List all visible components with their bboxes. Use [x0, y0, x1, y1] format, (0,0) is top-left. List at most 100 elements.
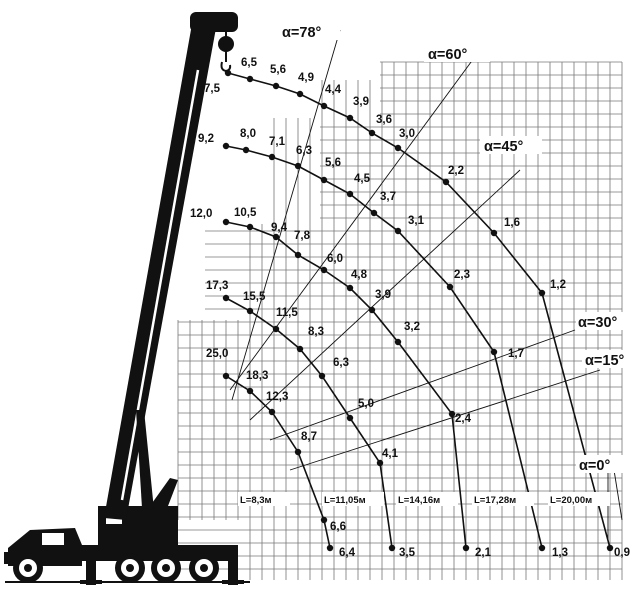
load-point [242, 146, 250, 154]
capacity-label: 8,0 [240, 128, 256, 140]
load-point [222, 142, 230, 150]
capacity-label: 25,0 [206, 348, 228, 360]
load-point [272, 325, 280, 333]
capacity-label: 5,6 [270, 64, 286, 76]
capacity-label: 3,9 [353, 96, 369, 108]
angle-line [613, 469, 623, 521]
load-point [538, 544, 546, 552]
load-point [272, 233, 280, 241]
capacity-labels: 25,0 18,3 12,3 8,7 6,6 6,4 17,3 15,5 11,… [190, 57, 630, 559]
load-point [346, 114, 354, 122]
load-point [368, 129, 376, 137]
capacity-label: 4,9 [298, 72, 314, 84]
capacity-label: 15,5 [243, 291, 266, 303]
angle-label-60: α=60° [428, 47, 468, 63]
load-curve [225, 375, 331, 549]
capacity-label: 4,5 [354, 173, 371, 185]
load-point [320, 102, 328, 110]
load-point [462, 544, 470, 552]
capacity-label: 9,2 [198, 133, 214, 145]
load-point [320, 516, 328, 524]
load-point [394, 227, 402, 235]
capacity-label: 1,6 [504, 217, 520, 229]
angle-labels: α=78° α=60° α=45° α=30° α=15° α=0° [280, 22, 642, 474]
capacity-label: 6,4 [339, 547, 356, 559]
load-point [318, 372, 326, 380]
boom-length-label: L=8,3м [240, 495, 272, 506]
load-point [442, 178, 450, 186]
boom-length-label: L=20,00м [550, 495, 592, 506]
load-point [490, 229, 498, 237]
capacity-label: 4,4 [325, 84, 342, 96]
capacity-label: 9,4 [271, 222, 288, 234]
angle-line [269, 329, 576, 441]
angle-label-45: α=45° [484, 139, 524, 155]
capacity-label: 11,5 [276, 307, 298, 319]
angle-label-0: α=0° [579, 458, 610, 474]
capacity-label: 12,3 [266, 391, 288, 403]
capacity-label: 6,3 [333, 357, 349, 369]
load-points [222, 69, 614, 552]
load-point [246, 223, 254, 231]
capacity-label: 12,0 [190, 208, 212, 220]
boom-icon [104, 24, 216, 520]
load-point [320, 176, 328, 184]
capacity-label: 0,9 [614, 547, 630, 559]
load-point [394, 338, 402, 346]
capacity-label: 6,6 [330, 521, 346, 533]
angle-label-78: α=78° [282, 25, 322, 41]
capacity-label: 2,1 [475, 547, 492, 559]
capacity-label: 2,3 [454, 269, 470, 281]
load-point [296, 345, 304, 353]
capacity-label: 6,5 [241, 57, 258, 69]
capacity-label: 5,6 [325, 157, 341, 169]
capacity-label: 18,3 [246, 370, 268, 382]
capacity-label: 8,3 [308, 326, 324, 338]
load-point [246, 75, 254, 83]
load-point [246, 387, 254, 395]
capacity-label: 1,3 [552, 547, 568, 559]
load-point [268, 153, 276, 161]
load-curve [225, 221, 467, 549]
load-point [268, 408, 276, 416]
capacity-label: 7,8 [294, 230, 311, 242]
load-point [326, 544, 334, 552]
load-point [606, 544, 614, 552]
capacity-label: 6,3 [296, 145, 312, 157]
capacity-label: 10,5 [234, 207, 257, 219]
wheel [13, 553, 43, 583]
load-point [346, 284, 354, 292]
wheel [115, 553, 145, 583]
load-point [272, 82, 280, 90]
load-point [346, 414, 354, 422]
boom-length-labels: L=8,3м L=11,05м L=14,16м L=17,28м L=20,0… [238, 492, 610, 506]
capacity-label: 3,1 [408, 215, 425, 227]
load-point [446, 283, 454, 291]
load-point [448, 410, 456, 418]
load-point [294, 162, 302, 170]
boom-length-label: L=14,16м [398, 495, 440, 506]
load-point [296, 90, 304, 98]
capacity-label: 3,7 [380, 191, 396, 203]
capacity-label: 4,1 [382, 448, 399, 460]
capacity-label: 3,0 [399, 128, 415, 140]
load-point [538, 289, 546, 297]
load-point [320, 266, 328, 274]
wheel [189, 553, 219, 583]
load-point [222, 218, 230, 226]
capacity-label: 8,7 [301, 431, 317, 443]
load-point [294, 251, 302, 259]
load-point [224, 69, 232, 77]
load-point [394, 144, 402, 152]
load-point [370, 209, 378, 217]
boom-length-label: L=11,05м [324, 495, 366, 506]
capacity-label: 3,9 [375, 289, 391, 301]
hook-block-icon [190, 12, 238, 73]
capacity-label: 17,3 [206, 280, 228, 292]
load-curves [225, 72, 611, 549]
load-point [294, 448, 302, 456]
load-point [346, 190, 354, 198]
crane-truck-icon [4, 478, 250, 585]
load-point [368, 306, 376, 314]
load-point [246, 307, 254, 315]
